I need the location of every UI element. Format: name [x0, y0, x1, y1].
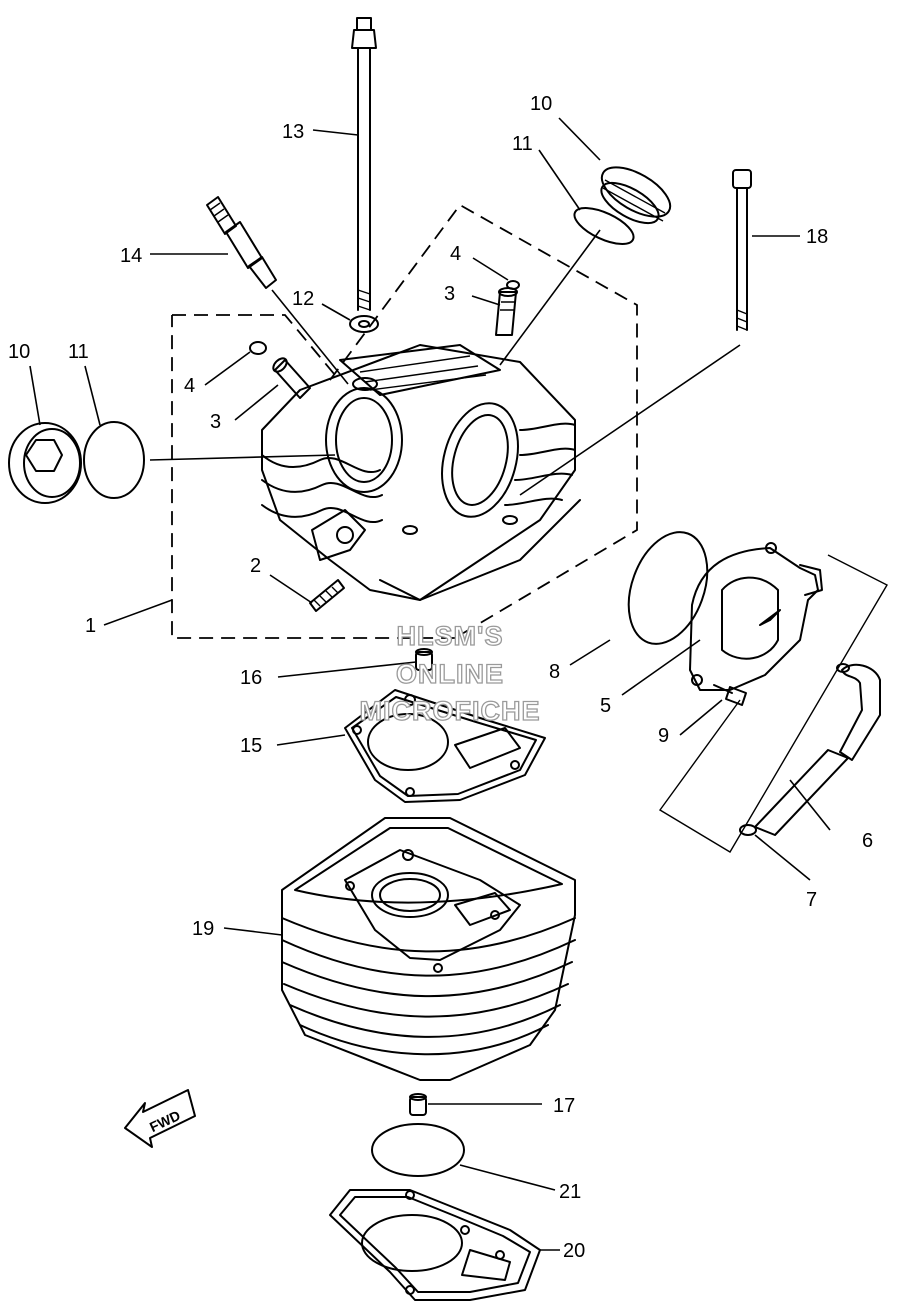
plug-cap-top: [600, 166, 672, 225]
plug-o-ring-top: [573, 207, 635, 245]
label-10-top: 10: [530, 93, 552, 115]
assembly-boundary-head: [171, 203, 638, 639]
label-2: 2: [250, 555, 261, 577]
plug-cap-left: [8, 422, 82, 504]
assembly-boundary-breather: [658, 554, 888, 853]
cover-bolt: [713, 684, 747, 706]
valve-guide-right: [495, 287, 518, 336]
watermark: HLSM'S ONLINE MICROFICHE: [359, 620, 541, 726]
head-gasket: [344, 689, 546, 803]
label-10-left: 10: [8, 341, 30, 363]
label-7: 7: [806, 889, 817, 911]
label-14: 14: [120, 245, 142, 267]
exhaust-port: [441, 402, 519, 518]
plug-o-ring-left: [83, 421, 145, 499]
cover-o-ring: [627, 531, 709, 645]
label-18: 18: [806, 226, 828, 248]
circlip-right: [506, 280, 520, 290]
watermark-line-3: MICROFICHE: [360, 696, 541, 726]
label-4-right: 4: [450, 243, 461, 265]
label-5: 5: [600, 695, 611, 717]
intake-port: [325, 387, 403, 493]
label-12: 12: [292, 288, 314, 310]
label-13: 13: [282, 121, 304, 143]
circlip-left: [249, 341, 267, 355]
label-3-right: 3: [444, 283, 455, 305]
cylinder-head: [261, 344, 581, 601]
label-15: 15: [240, 735, 262, 757]
head-bracket: [311, 509, 366, 561]
label-21: 21: [559, 1181, 581, 1203]
watermark-line-2: ONLINE: [396, 659, 504, 689]
label-17: 17: [553, 1095, 575, 1117]
leader-lines: [29, 117, 831, 1251]
washer: [349, 315, 379, 333]
hose-clip: [739, 824, 757, 836]
long-bolt: [732, 169, 752, 331]
dowel-pin-upper: [415, 648, 433, 671]
round-gasket: [371, 1123, 465, 1177]
cylinder-block: [281, 817, 576, 1081]
valve-guide-left: [272, 357, 311, 399]
label-11-left: 11: [68, 341, 89, 363]
label-1: 1: [85, 615, 96, 637]
label-16: 16: [240, 667, 262, 689]
label-6: 6: [862, 830, 873, 852]
breather-hose: [754, 663, 881, 836]
dowel-pin-lower: [409, 1093, 427, 1116]
watermark-line-1: HLSM'S: [397, 621, 504, 651]
spark-plug: [206, 196, 277, 289]
label-3-left: 3: [210, 411, 221, 433]
long-stud: [351, 17, 377, 311]
forward-arrow-icon: FWD: [124, 1089, 196, 1148]
stud-bolt: [309, 579, 345, 612]
label-20: 20: [563, 1240, 585, 1262]
base-gasket: [329, 1189, 541, 1301]
tappet-cover-assembly: [689, 542, 823, 691]
label-8: 8: [549, 661, 560, 683]
label-4-left: 4: [184, 375, 195, 397]
label-9: 9: [658, 725, 669, 747]
label-19: 19: [192, 918, 214, 940]
callout-labels: 1 2 3 3 4 4 5 6 7 8 9 10 10 11 11 12 13 …: [8, 93, 873, 1262]
label-11-top: 11: [512, 133, 533, 155]
